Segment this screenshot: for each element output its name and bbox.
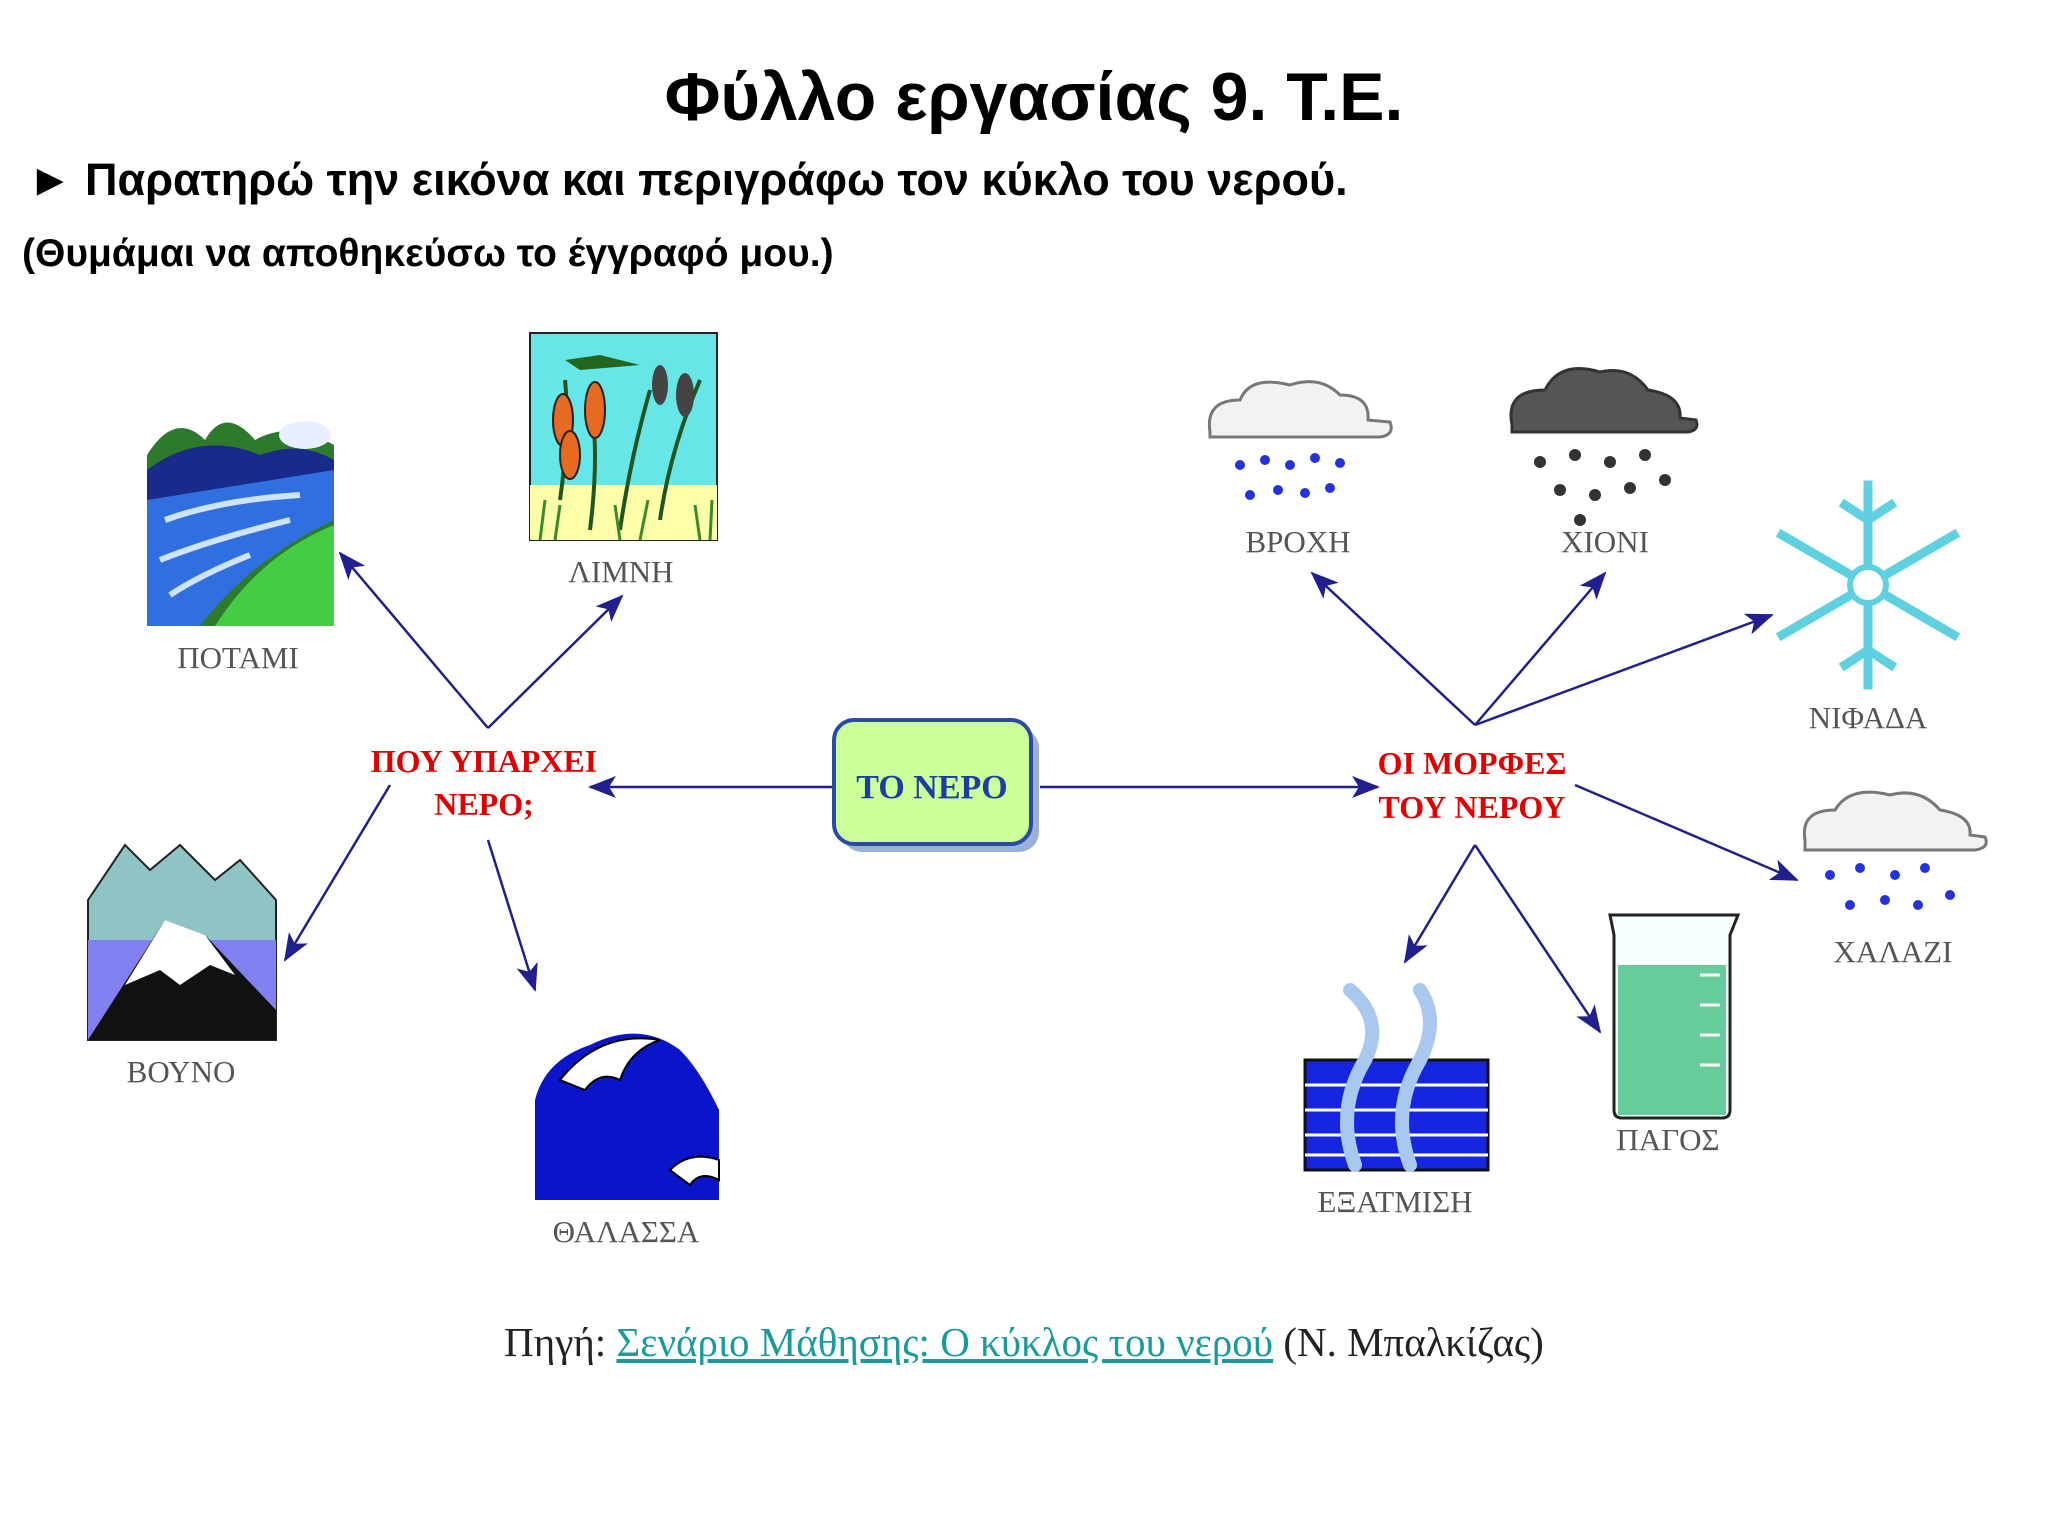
source-link[interactable]: Σενάριο Μάθησης: Ο κύκλος του νερού	[616, 1319, 1274, 1365]
save-reminder-note: (Θυμάμαι να αποθηκεύσω το έγγραφό μου.)	[22, 232, 834, 275]
ice-label: ΠΑΓΟΣ	[1616, 1122, 1719, 1157]
hail-label: ΧΑΛΑΖΙ	[1834, 934, 1953, 969]
center-node-label: ΤΟ ΝΕΡΟ	[856, 769, 1007, 806]
snowflake-label: ΝΙΦΑΔΑ	[1809, 700, 1928, 735]
hail-picture	[1802, 790, 1988, 910]
arrow-to-snowflake	[1474, 613, 1774, 727]
ice-picture	[1608, 913, 1741, 1120]
source-author: (Ν. Μπαλκίζας)	[1273, 1319, 1544, 1365]
evaporation-picture	[1303, 983, 1490, 1172]
source-citation: Πηγή: Σενάριο Μάθησης: Ο κύκλος του νερο…	[0, 1318, 2048, 1366]
snow-label: ΧΙΟΝΙ	[1561, 524, 1649, 559]
arrow-to-river	[338, 551, 489, 729]
source-prefix: Πηγή:	[504, 1319, 617, 1365]
arrow-to-ice	[1473, 844, 1602, 1034]
arrow-to-mountain	[283, 784, 392, 962]
sea-label: ΘΑΛΑΣΣΑ	[553, 1214, 700, 1249]
arrow-to-rain	[1310, 571, 1476, 726]
river-label: ΠΟΤΑΜΙ	[177, 640, 299, 675]
river-picture	[147, 418, 334, 626]
arrows	[283, 551, 1799, 1034]
arrow-to-sea	[486, 839, 538, 992]
arrow-to-snow	[1474, 571, 1607, 726]
rain-picture	[1207, 380, 1393, 500]
mountain-picture	[87, 835, 277, 1041]
arrow-to-evaporation	[1403, 844, 1477, 964]
arrow-to-hail	[1574, 783, 1799, 882]
snow-picture	[1509, 367, 1699, 526]
page-title: Φύλλο εργασίας 9. Τ.Ε.	[664, 59, 1404, 135]
snowflake-picture	[1775, 480, 1961, 690]
where-node-line1: ΠΟΥ ΥΠΑΡΧΕΙ	[371, 743, 597, 779]
arrow-to-lake	[487, 594, 624, 729]
center-node: ΤΟ ΝΕΡΟ	[832, 718, 1039, 852]
mountain-label: ΒΟΥΝΟ	[127, 1054, 236, 1089]
lake-label: ΛΙΜΝΗ	[568, 554, 673, 589]
rain-label: ΒΡΟΧΗ	[1245, 524, 1350, 559]
forms-node-line2: ΤΟΥ ΝΕΡΟΥ	[1378, 789, 1565, 825]
sea-picture	[535, 1005, 720, 1200]
instruction-text: ► Παρατηρώ την εικόνα και περιγράφω τον …	[28, 154, 1348, 205]
forms-node-line1: ΟΙ ΜΟΡΦΕΣ	[1378, 745, 1567, 781]
evaporation-label: ΕΞΑΤΜΙΣΗ	[1317, 1184, 1472, 1219]
lake-picture	[529, 332, 718, 541]
where-node-line2: ΝΕΡΟ;	[434, 786, 534, 822]
